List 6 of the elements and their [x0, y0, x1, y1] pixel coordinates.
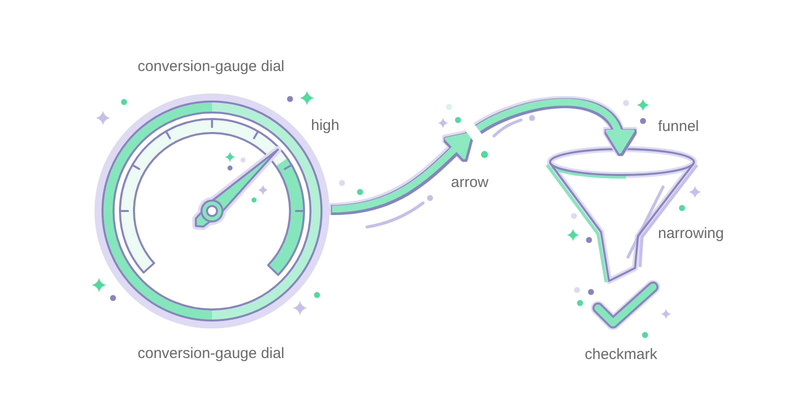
- part-label: high: [311, 117, 340, 135]
- part-label: conversion-gauge dial: [138, 58, 284, 76]
- part-label: checkmark: [584, 346, 658, 364]
- part-label: conversion-gauge dial: [138, 345, 284, 363]
- part-label: funnel: [658, 118, 699, 136]
- part-label: narrowing: [658, 225, 724, 243]
